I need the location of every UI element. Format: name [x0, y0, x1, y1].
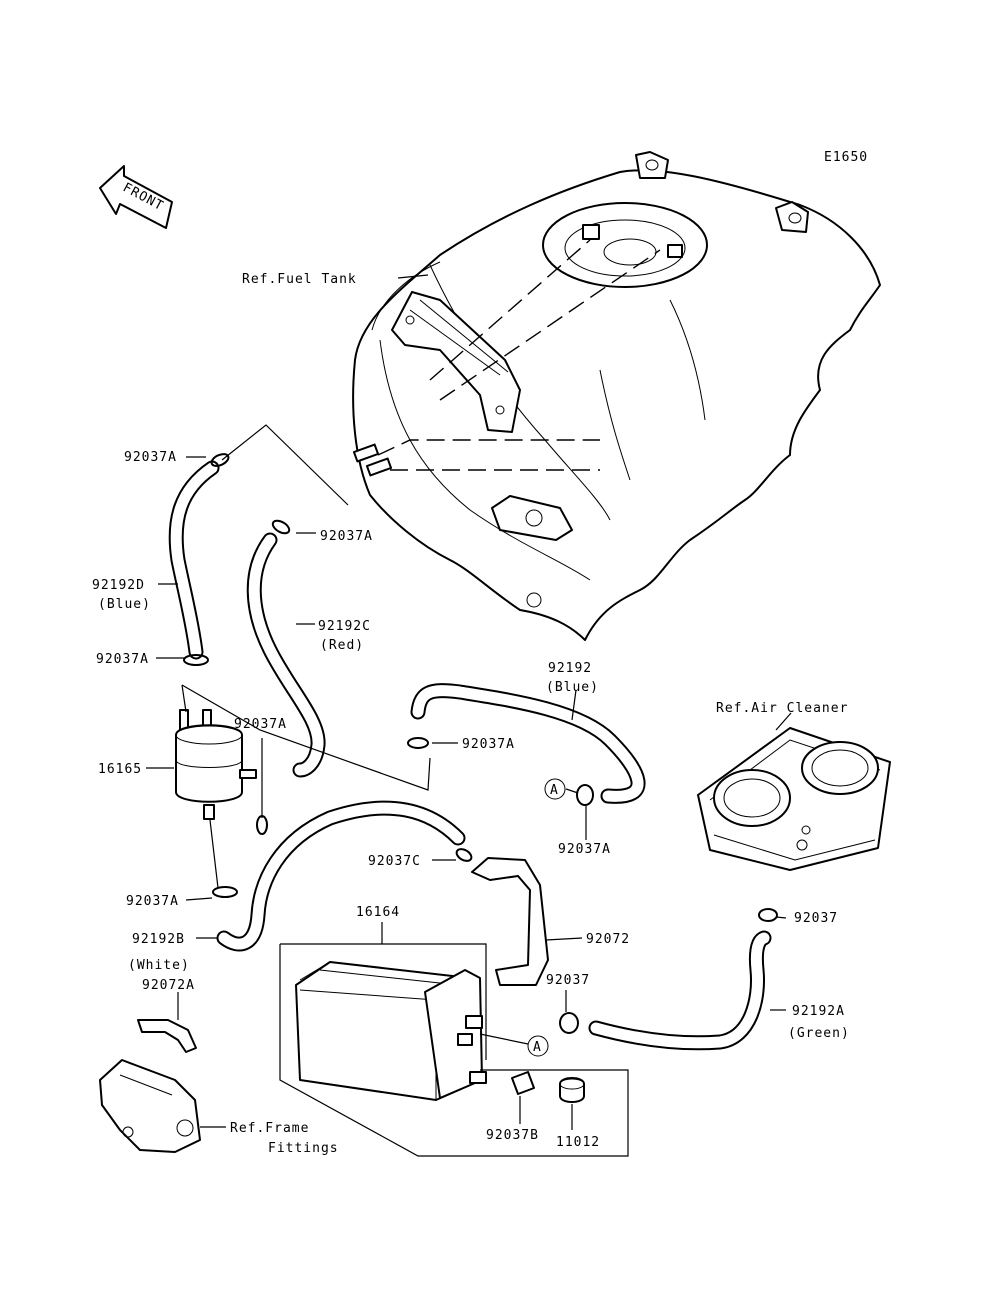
fuel-tank-outline	[352, 151, 881, 641]
air-cleaner	[697, 727, 891, 871]
label-clamp-blue-hose: 92037A	[462, 737, 515, 752]
label-hose-b-num: 92192B	[132, 932, 185, 947]
front-arrow-icon: FRONT	[99, 165, 173, 229]
hose-92192B	[216, 800, 466, 952]
label-ref-air-cleaner: Ref.Air Cleaner	[716, 701, 848, 716]
label-filter-num: 16165	[98, 762, 142, 777]
leader-lines	[146, 274, 792, 1157]
label-clamp-b: 92037B	[486, 1128, 539, 1143]
label-clamp-filter-bottom: 92037A	[126, 894, 179, 909]
hose-92192D	[168, 460, 220, 660]
hose-92192A	[588, 930, 772, 1051]
label-hose-c-color: (Red)	[320, 638, 364, 653]
canister-16164	[295, 961, 487, 1101]
label-hose-blue-num: 92192	[548, 661, 592, 676]
label-clamp-top-left: 92037A	[124, 450, 177, 465]
label-clamp-canister: 92037	[546, 973, 590, 988]
holder-92072A	[137, 1019, 197, 1053]
label-hose-a-num: 92192A	[792, 1004, 845, 1019]
hose-92192C	[246, 532, 326, 778]
hose-92192	[410, 683, 646, 804]
label-clamp-upper-mid: 92037A	[320, 529, 373, 544]
label-clamp-a-upper: 92037A	[558, 842, 611, 857]
label-hose-d-num: 92192D	[92, 578, 145, 593]
label-ref-frame-1: Ref.Frame	[230, 1121, 309, 1136]
frame-fitting	[99, 1059, 201, 1153]
label-ref-frame-2: Fittings	[268, 1141, 339, 1156]
label-clamp-filter-side: 92037A	[234, 717, 287, 732]
label-clamp-filter-top: 92037A	[96, 652, 149, 667]
cap-11012	[559, 1077, 585, 1103]
svg-text:A: A	[533, 1040, 542, 1055]
svg-text:A: A	[550, 783, 559, 798]
bracket-92072	[471, 857, 549, 986]
label-hose-a-color: (Green)	[788, 1026, 850, 1041]
label-hose-b-color: (White)	[128, 958, 190, 973]
label-cap-num: 11012	[556, 1135, 600, 1150]
label-clamp-c: 92037C	[368, 854, 421, 869]
marker-a-upper: A	[544, 778, 566, 800]
label-clamp-air: 92037	[794, 911, 838, 926]
label-bracket-num: 92072	[586, 932, 630, 947]
filter-16165	[175, 709, 257, 820]
diagram-code: E1650	[824, 150, 868, 165]
label-holder-num: 92072A	[142, 978, 195, 993]
label-canister-num: 16164	[356, 905, 400, 920]
label-hose-d-color: (Blue)	[98, 597, 151, 612]
marker-a-lower: A	[527, 1035, 549, 1057]
label-hose-blue-color: (Blue)	[546, 680, 599, 695]
label-ref-fuel-tank: Ref.Fuel Tank	[242, 272, 357, 287]
label-hose-c-num: 92192C	[318, 619, 371, 634]
